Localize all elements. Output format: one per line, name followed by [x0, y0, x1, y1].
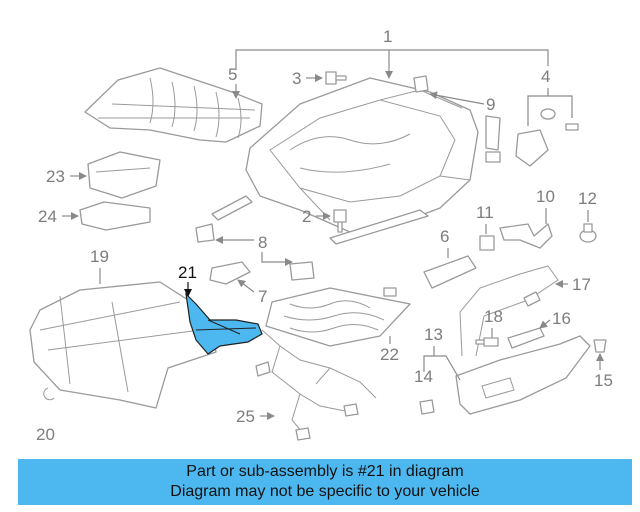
callout-16: 16: [552, 309, 571, 328]
callout-17: 17: [572, 275, 591, 294]
callout-18: 18: [484, 307, 503, 326]
part-22-heater-mat: [265, 287, 411, 347]
callout-15: 15: [594, 371, 613, 390]
part-12-screw: [579, 223, 597, 243]
callout-7: 7: [258, 287, 267, 306]
part-17-wire: [459, 265, 559, 357]
callout-21: 21: [178, 263, 197, 282]
callout-8: 8: [258, 233, 267, 252]
callout-6: 6: [440, 227, 449, 246]
callout-23: 23: [46, 167, 65, 186]
part-14-clip: [419, 399, 435, 415]
part-2-bolt: [333, 209, 347, 233]
banner-line-2: Diagram may not be specific to your vehi…: [170, 483, 480, 500]
callout-14: 14: [414, 367, 433, 386]
part-5-spring-mat: [84, 67, 263, 143]
part-4-knob: [515, 108, 579, 167]
callout-12: 12: [578, 189, 597, 208]
part-20-clip: [43, 387, 55, 401]
part-19-cushion-pad: [29, 281, 217, 409]
part-9-bracket: [413, 75, 501, 163]
part-10-bracket: [499, 223, 553, 249]
callout-24: 24: [38, 207, 57, 226]
callout-13: 13: [424, 325, 443, 344]
part-11-clip: [479, 235, 495, 251]
callout-4: 4: [541, 67, 550, 86]
banner-line-1: Part or sub-assembly is #21 in diagram: [186, 463, 464, 480]
callout-11: 11: [476, 203, 494, 222]
callout-20: 20: [36, 425, 55, 444]
part-7-cover: [209, 261, 251, 285]
part-21-highlighted: [185, 292, 263, 355]
callout-10: 10: [536, 187, 555, 206]
callout-3: 3: [292, 69, 301, 88]
part-13-side-shield: [455, 335, 591, 415]
callout-19: 19: [90, 247, 109, 266]
part-3-bolt: [325, 71, 347, 85]
part-15-clip: [593, 339, 607, 353]
callout-1: 1: [383, 27, 392, 46]
callout-25: 25: [236, 407, 255, 426]
part-16-cover: [507, 327, 545, 349]
part-23-module: [87, 151, 161, 199]
part-25-harness: [255, 329, 377, 441]
part-18-bolt: [475, 337, 499, 347]
callout-9: 9: [486, 95, 495, 114]
part-6-trim: [423, 255, 477, 289]
part-8-clip: [195, 223, 315, 281]
part-1-seat-frame: [211, 77, 479, 245]
callout-22: 22: [380, 345, 399, 364]
part-24-bracket: [79, 201, 151, 231]
info-banner: Part or sub-assembly is #21 in diagram D…: [18, 459, 632, 505]
callout-5: 5: [228, 65, 237, 84]
callout-2: 2: [302, 207, 311, 226]
